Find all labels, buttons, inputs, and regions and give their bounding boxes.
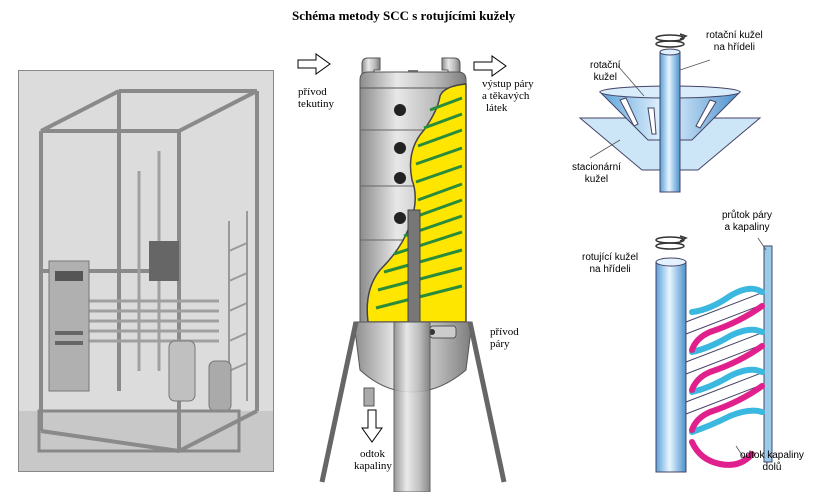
rotating-shaft bbox=[655, 261, 687, 473]
rotation-icon-2 bbox=[655, 235, 688, 250]
liquid-outflow-arrow bbox=[361, 409, 383, 443]
diagram-title: Schéma metody SCC s rotujícími kužely bbox=[292, 8, 516, 23]
cutaway-section bbox=[366, 83, 467, 323]
outlet-nozzle bbox=[441, 57, 461, 75]
rotation-icon bbox=[655, 33, 688, 48]
scc-column bbox=[297, 53, 507, 492]
outer-wall bbox=[763, 245, 773, 463]
column-legs bbox=[319, 321, 507, 483]
vapor-outflow-arrow bbox=[473, 55, 507, 77]
cone-plates bbox=[685, 291, 765, 415]
shaft bbox=[407, 209, 421, 323]
cone-shaft bbox=[659, 51, 681, 193]
flow-detail bbox=[655, 235, 773, 473]
cone-detail-top bbox=[578, 33, 762, 193]
flange-bolts bbox=[394, 104, 406, 224]
plant-photo-drawing bbox=[19, 71, 273, 471]
plant-photo bbox=[18, 70, 274, 472]
inflow-arrow bbox=[297, 53, 331, 75]
inlet-nozzle bbox=[361, 57, 381, 75]
